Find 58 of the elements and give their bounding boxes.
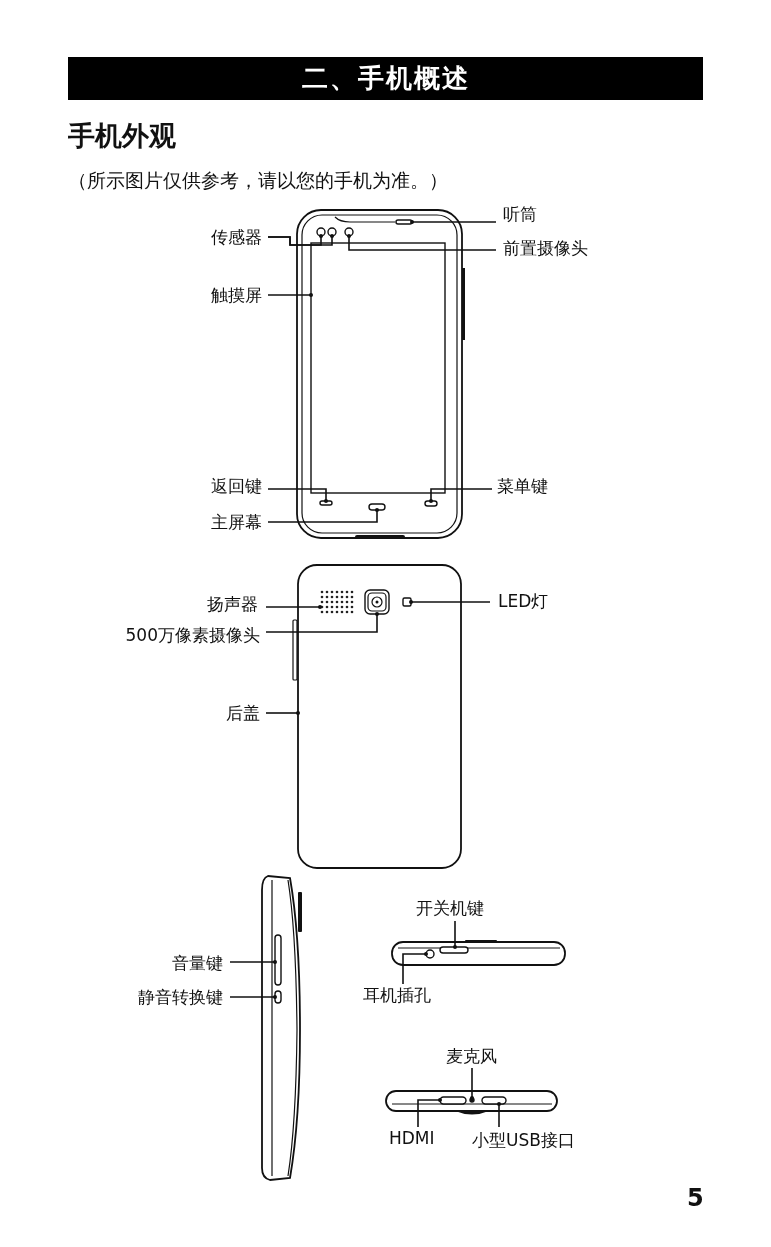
note-text: （所示图片仅供参考，请以您的手机为准。）	[68, 168, 448, 193]
part-label: 音量键	[172, 954, 223, 972]
microphone-hole	[469, 1097, 475, 1103]
leader-line	[410, 220, 497, 224]
part-label: 前置摄像头	[503, 239, 588, 257]
led-square	[402, 597, 412, 607]
sensor-circle	[316, 227, 326, 237]
part-label: 传感器	[211, 228, 262, 246]
leader-line	[265, 612, 379, 633]
earpiece-slot	[395, 219, 413, 225]
leader-line	[267, 234, 334, 246]
part-label: 听筒	[503, 205, 537, 223]
hdmi-port-slot	[439, 1096, 467, 1105]
leader-line	[417, 1098, 442, 1128]
part-label: LED灯	[498, 592, 549, 610]
volume-key-bar	[274, 934, 282, 986]
page-number: 5	[687, 1184, 704, 1212]
leader-line	[229, 995, 277, 999]
menu-key-bar	[424, 500, 438, 507]
back-key-bar	[319, 500, 333, 506]
leader-line	[265, 605, 322, 609]
leader-line	[470, 1067, 474, 1100]
mute-switch-bar	[274, 990, 282, 1004]
leader-line	[265, 711, 300, 715]
part-label: 返回键	[211, 477, 262, 495]
leader-line	[402, 952, 428, 985]
leader-line	[229, 960, 277, 964]
part-label: HDMI	[389, 1129, 435, 1147]
part-label: 扬声器	[207, 595, 258, 613]
sensor-circle	[327, 227, 337, 237]
leader-line	[267, 488, 328, 503]
speaker-grille	[320, 590, 354, 614]
leader-line	[453, 920, 457, 949]
leader-line	[267, 293, 313, 297]
rear-camera-lens	[364, 589, 390, 615]
leader-line	[409, 600, 491, 604]
screen-outline	[310, 242, 446, 494]
part-label: 后盖	[226, 704, 260, 722]
part-label: 菜单键	[497, 477, 548, 495]
part-label: 500万像素摄像头	[125, 626, 260, 644]
part-label: 小型USB接口	[472, 1131, 575, 1149]
section-title: 二、手机概述	[68, 57, 703, 100]
headphone-jack-circle	[425, 949, 435, 959]
part-label: 麦克风	[445, 1047, 497, 1065]
part-label: 耳机插孔	[363, 986, 431, 1004]
leader-line	[429, 488, 493, 503]
heading: 手机外观	[68, 119, 176, 153]
leader-line	[497, 1102, 501, 1128]
power-key-bar	[439, 946, 469, 954]
leader-line	[267, 508, 379, 523]
part-label: 主屏幕	[211, 513, 262, 531]
part-label: 静音转换键	[138, 988, 223, 1006]
leader-line	[347, 234, 497, 251]
part-label: 开关机键	[416, 899, 484, 917]
front-camera-lens	[344, 227, 354, 237]
part-label: 触摸屏	[211, 286, 262, 304]
usb-port-slot	[481, 1096, 507, 1105]
home-key-shape	[368, 503, 386, 511]
